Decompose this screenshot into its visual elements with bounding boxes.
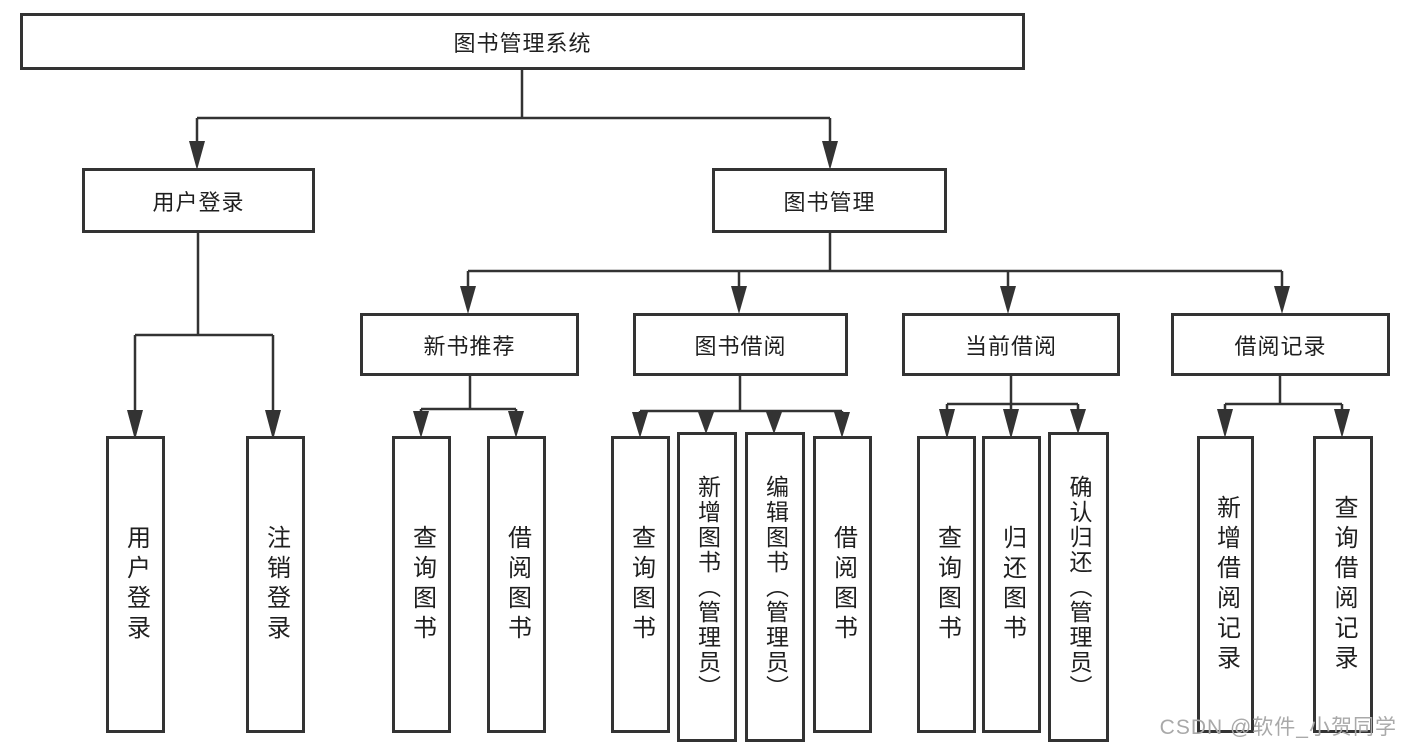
arrowhead xyxy=(1070,409,1086,434)
leaf-label: 注销登录 xyxy=(262,524,290,645)
leaf-user-login: 用户登录 xyxy=(106,436,165,733)
leaf-query-books-recommend: 查询图书 xyxy=(392,436,451,733)
leaf-add-borrow-record: 新增借阅记录 xyxy=(1197,436,1254,733)
node-user-login: 用户登录 xyxy=(82,168,315,233)
leaf-borrow-books: 借阅图书 xyxy=(813,436,872,733)
leaf-label: 确认归还（管理员） xyxy=(1066,474,1092,700)
node-book-management: 图书管理 xyxy=(712,168,947,233)
leaf-logout: 注销登录 xyxy=(246,436,305,733)
arrowhead xyxy=(1217,409,1233,438)
arrowhead xyxy=(1274,286,1290,314)
arrowhead xyxy=(413,411,429,438)
node-current-borrow: 当前借阅 xyxy=(902,313,1120,376)
node-label: 用户登录 xyxy=(152,189,245,215)
arrowhead xyxy=(766,412,782,434)
arrowhead xyxy=(834,412,850,438)
leaf-label: 新增图书（管理员） xyxy=(694,474,721,700)
node-label: 借阅记录 xyxy=(1234,333,1327,359)
node-borrow-records: 借阅记录 xyxy=(1171,313,1390,376)
leaf-label: 借阅图书 xyxy=(503,524,531,645)
arrowhead xyxy=(189,141,205,170)
leaf-label: 新增借阅记录 xyxy=(1212,494,1240,675)
node-new-book-recommend: 新书推荐 xyxy=(360,313,579,376)
leaf-label: 查询图书 xyxy=(408,524,436,645)
arrowhead xyxy=(127,410,143,440)
leaf-label: 查询借阅记录 xyxy=(1330,494,1357,675)
node-label: 当前借阅 xyxy=(964,333,1057,359)
csdn-watermark: CSDN @软件_小贺同学 xyxy=(1159,716,1397,739)
arrowhead xyxy=(698,412,714,434)
node-label: 新书推荐 xyxy=(423,333,516,359)
leaf-edit-books-admin: 编辑图书（管理员） xyxy=(745,432,805,742)
arrowhead xyxy=(731,286,747,314)
node-library-management-system: 图书管理系统 xyxy=(20,13,1025,70)
leaf-label: 查询图书 xyxy=(933,524,961,645)
arrowhead xyxy=(1003,409,1019,439)
arrowhead xyxy=(265,410,281,440)
arrowhead xyxy=(508,411,524,438)
leaf-query-borrow-record: 查询借阅记录 xyxy=(1313,436,1373,733)
node-label: 图书管理系统 xyxy=(453,30,592,56)
leaf-confirm-return-admin: 确认归还（管理员） xyxy=(1048,432,1109,742)
arrowhead xyxy=(632,412,648,438)
leaf-label: 归还图书 xyxy=(998,524,1026,645)
leaf-label: 借阅图书 xyxy=(829,524,857,645)
leaf-label: 用户登录 xyxy=(122,524,150,645)
arrowhead xyxy=(1334,409,1350,438)
arrowhead xyxy=(1000,286,1016,314)
leaf-query-books-borrow: 查询图书 xyxy=(611,436,670,733)
node-book-borrow: 图书借阅 xyxy=(633,313,848,376)
arrowhead xyxy=(460,286,476,314)
arrowhead xyxy=(939,409,955,439)
node-label: 图书借阅 xyxy=(694,333,787,359)
leaf-label: 查询图书 xyxy=(627,524,655,645)
leaf-add-books-admin: 新增图书（管理员） xyxy=(677,432,737,742)
node-label: 图书管理 xyxy=(783,189,876,215)
leaf-label: 编辑图书（管理员） xyxy=(762,474,789,700)
arrowhead xyxy=(822,141,838,170)
leaf-query-books-current: 查询图书 xyxy=(917,436,976,733)
leaf-return-books: 归还图书 xyxy=(982,436,1041,733)
leaf-borrow-books-recommend: 借阅图书 xyxy=(487,436,546,733)
